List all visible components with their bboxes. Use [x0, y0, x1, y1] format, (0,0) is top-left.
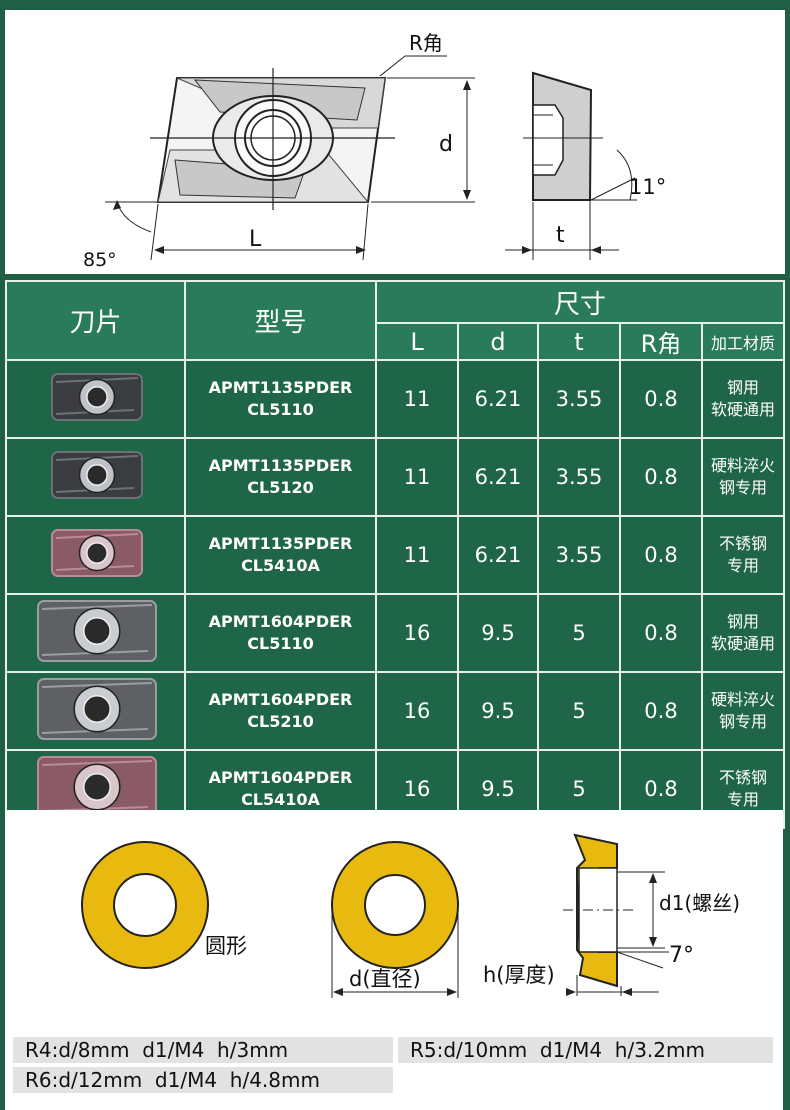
material-cell: 钢用软硬通用: [700, 359, 786, 439]
header-l: L: [375, 322, 459, 361]
header-t: t: [537, 322, 621, 361]
model-line2: CL5210: [247, 712, 314, 731]
material-line2: 软硬通用: [711, 634, 776, 653]
material-line2: 钢专用: [719, 478, 768, 497]
spec-r6: R6:d/12mm d1/M4 h/4.8mm: [13, 1067, 393, 1093]
material-cell: 不锈钢专用: [700, 515, 786, 595]
model-line2: CL5110: [247, 400, 314, 419]
material-line1: 钢用: [727, 378, 760, 397]
angle-11-label: 11°: [629, 175, 666, 199]
material-line1: 不锈钢: [719, 768, 768, 787]
material-line1: 钢用: [727, 612, 760, 631]
insert-dimension-diagram: R角 d L 85° t 11°: [5, 10, 785, 274]
table-row: APMT1604PDER CL5110 16 9.5 5 0.8 钢用软硬通用: [5, 593, 786, 673]
material-line1: 不锈钢: [719, 534, 768, 553]
blade-image-cell: [5, 359, 186, 439]
model-cell: APMT1135PDER CL5120: [184, 437, 377, 517]
model-line1: APMT1604PDER: [208, 690, 353, 709]
angle-7-label: 7°: [669, 943, 694, 968]
d-label: d: [439, 132, 453, 157]
model-line1: APMT1135PDER: [208, 456, 353, 475]
d-cell: 6.21: [457, 359, 539, 439]
r-cell: 0.8: [619, 593, 703, 673]
material-cell: 硬料淬火钢专用: [700, 437, 786, 517]
header-model: 型号: [184, 280, 377, 361]
material-line1: 硬料淬火: [711, 456, 776, 475]
insert-thumbnail: [51, 373, 143, 421]
table-row: APMT1135PDER CL5120 11 6.21 3.55 0.8 硬料淬火…: [5, 437, 786, 517]
t-cell: 3.55: [537, 437, 621, 517]
insert-thumbnail: [51, 451, 143, 499]
blade-image-cell: [5, 515, 186, 595]
h-label: h(厚度): [483, 963, 555, 987]
model-cell: APMT1135PDER CL5110: [184, 359, 377, 439]
r-cell: 0.8: [619, 359, 703, 439]
round-label: 圆形: [205, 934, 247, 958]
material-line2: 软硬通用: [711, 400, 776, 419]
insert-thumbnail: [51, 529, 143, 577]
header-r: R角: [619, 322, 703, 361]
material-line2: 专用: [727, 790, 760, 809]
blade-image-cell: [5, 593, 186, 673]
table-row: APMT1604PDER CL5210 16 9.5 5 0.8 硬料淬火钢专用: [5, 671, 786, 751]
blade-image-cell: [5, 671, 186, 751]
r-cell: 0.8: [619, 671, 703, 751]
r-cell: 0.8: [619, 437, 703, 517]
insert-drawing: R角 d L 85° t 11°: [83, 31, 666, 271]
l-cell: 11: [375, 359, 459, 439]
model-line2: CL5110: [247, 634, 314, 653]
l-label: L: [249, 227, 262, 252]
model-line2: CL5410A: [241, 790, 320, 809]
model-line1: APMT1135PDER: [208, 378, 353, 397]
spec-r4: R4:d/8mm d1/M4 h/3mm: [13, 1037, 393, 1063]
insert-thumbnail: [37, 600, 157, 662]
model-line2: CL5120: [247, 478, 314, 497]
insert-thumbnail: [37, 678, 157, 740]
material-line1: 硬料淬火: [711, 690, 776, 709]
spec-r5: R5:d/10mm d1/M4 h/3.2mm: [398, 1037, 773, 1063]
blade-image-cell: [5, 437, 186, 517]
round-insert-diagram: 圆形 d(直径) d1(螺丝) 7° h(厚度) R4:d/8mm d1/M4 …: [5, 810, 783, 1110]
header-d: d: [457, 322, 539, 361]
model-line2: CL5410A: [241, 556, 320, 575]
d-cell: 6.21: [457, 515, 539, 595]
model-line1: APMT1604PDER: [208, 612, 353, 631]
table-row: APMT1135PDER CL5110 11 6.21 3.55 0.8 钢用软硬…: [5, 359, 786, 439]
d-cell: 6.21: [457, 437, 539, 517]
t-cell: 5: [537, 671, 621, 751]
model-line1: APMT1604PDER: [208, 768, 353, 787]
model-cell: APMT1135PDER CL5410A: [184, 515, 377, 595]
d-cell: 9.5: [457, 593, 539, 673]
diameter-label: d(直径): [349, 967, 421, 991]
t-cell: 3.55: [537, 515, 621, 595]
model-cell: APMT1604PDER CL5110: [184, 593, 377, 673]
material-line2: 钢专用: [719, 712, 768, 731]
r-corner-label: R角: [409, 31, 443, 55]
r-cell: 0.8: [619, 515, 703, 595]
l-cell: 11: [375, 515, 459, 595]
material-cell: 硬料淬火钢专用: [700, 671, 786, 751]
d1-label: d1(螺丝): [659, 891, 740, 915]
t-cell: 5: [537, 593, 621, 673]
angle-85-label: 85°: [83, 249, 117, 271]
model-cell: APMT1604PDER CL5210: [184, 671, 377, 751]
header-blade: 刀片: [5, 280, 186, 361]
top-bar: [0, 0, 790, 10]
header-size: 尺寸: [374, 280, 786, 324]
l-cell: 16: [375, 593, 459, 673]
table-row: APMT1135PDER CL5410A 11 6.21 3.55 0.8 不锈钢…: [5, 515, 786, 595]
spec-table: 刀片 型号 尺寸 L d t R角 加工材质 APMT1135PDER CL511…: [5, 280, 786, 829]
l-cell: 16: [375, 671, 459, 751]
t-cell: 3.55: [537, 359, 621, 439]
model-line1: APMT1135PDER: [208, 534, 353, 553]
l-cell: 11: [375, 437, 459, 517]
d-cell: 9.5: [457, 671, 539, 751]
t-label: t: [556, 223, 565, 248]
header-material: 加工材质: [700, 322, 786, 361]
material-cell: 钢用软硬通用: [700, 593, 786, 673]
material-line2: 专用: [727, 556, 760, 575]
round-insert-drawing: 圆形 d(直径) d1(螺丝) 7° h(厚度): [81, 833, 740, 998]
